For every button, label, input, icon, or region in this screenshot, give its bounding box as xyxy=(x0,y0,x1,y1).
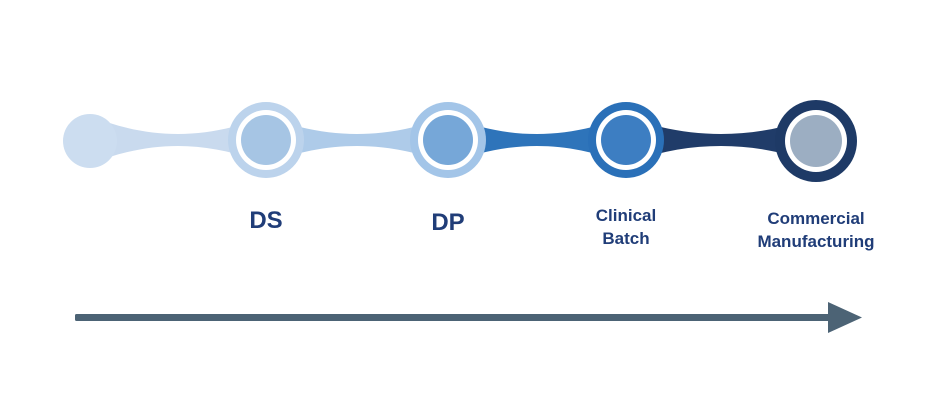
node-clinical-batch-core xyxy=(601,115,651,165)
connector-ds-to-dp xyxy=(266,116,448,164)
node-clinical-batch xyxy=(588,102,664,178)
node-dp-core xyxy=(423,115,473,165)
label-ds: DS xyxy=(249,207,282,234)
label-dp: DP xyxy=(431,209,464,236)
node-start-circle xyxy=(63,114,117,168)
label-clinical-line2: Batch xyxy=(602,229,649,248)
connector-clinical-to-commercial xyxy=(626,116,816,164)
node-ds-core xyxy=(241,115,291,165)
node-dp xyxy=(410,102,486,178)
timeline-arrow-head xyxy=(828,302,862,333)
connector-dp-to-clinical-batch xyxy=(448,116,626,164)
timeline-arrow xyxy=(75,302,862,333)
label-clinical-line1: Clinical xyxy=(596,206,656,225)
node-start xyxy=(63,114,117,168)
label-commercial-line1: Commercial xyxy=(767,209,864,228)
node-commercial-manufacturing xyxy=(775,100,857,182)
timeline-arrow-shaft xyxy=(75,314,832,321)
node-ds xyxy=(228,102,304,178)
node-commercial-core xyxy=(790,115,842,167)
connector-start-to-ds xyxy=(90,116,266,164)
connectors xyxy=(90,116,816,164)
label-commercial-line2: Manufacturing xyxy=(757,232,874,251)
